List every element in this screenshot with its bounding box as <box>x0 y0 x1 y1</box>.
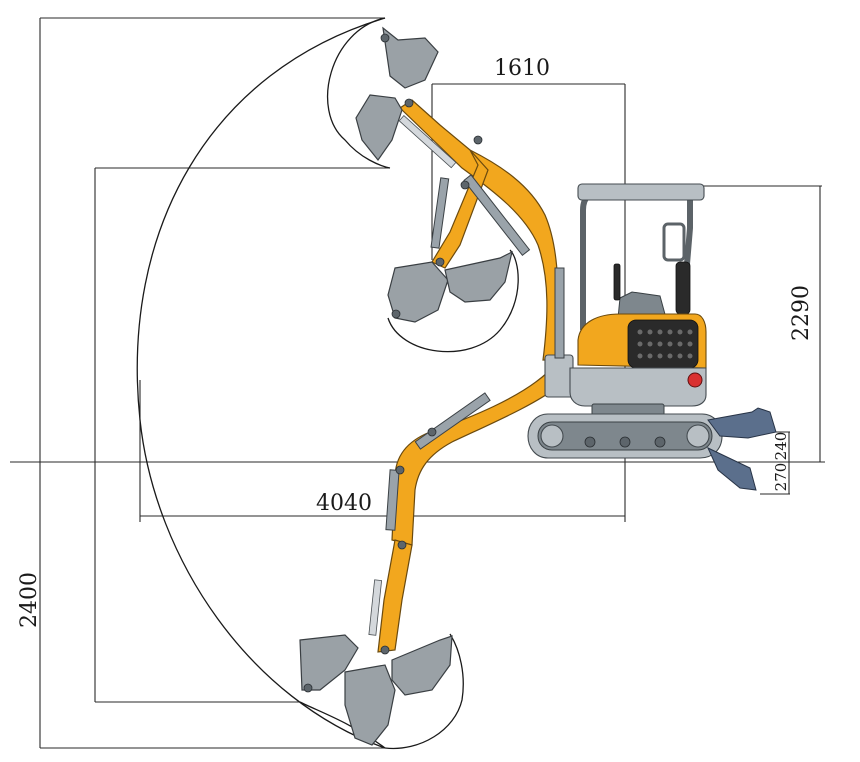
label-max-reach: 4040 <box>316 491 372 516</box>
lowered-stick-cylinder <box>385 469 400 531</box>
mid-bucket-arc <box>387 249 519 353</box>
roller <box>584 436 596 448</box>
label-dump-height: 2290 <box>789 285 814 341</box>
pin <box>404 98 414 108</box>
label-blade-lower: 270 <box>772 463 790 492</box>
label-max-dig-depth: 2400 <box>17 572 42 628</box>
raised-stick-cylinder <box>430 177 450 249</box>
label-reach-at-max-height: 1610 <box>494 56 550 81</box>
pin <box>473 135 483 145</box>
track-inner <box>537 421 713 451</box>
lowered-boom <box>391 371 561 546</box>
upper-bucket-1 <box>382 26 439 89</box>
raised-boom-cylinder <box>463 174 531 256</box>
roller <box>654 436 666 448</box>
lower-bucket-3 <box>391 635 453 696</box>
seat-back <box>675 261 691 315</box>
pin <box>397 540 407 550</box>
boom-main-cylinder <box>554 267 565 359</box>
tail-light-icon <box>687 372 703 388</box>
pin <box>380 33 390 43</box>
lower-bucket-2 <box>344 664 396 746</box>
lowered-stick <box>377 539 413 653</box>
label-blade-raise: 240 <box>772 432 790 461</box>
upper-bucket-arc <box>326 17 391 169</box>
grille-holes <box>637 329 693 359</box>
roller <box>619 436 631 448</box>
pin <box>460 180 470 190</box>
outer-arc <box>136 17 386 749</box>
pin <box>435 257 445 267</box>
excavator-body <box>527 183 777 491</box>
swing-bracket <box>544 267 574 398</box>
dimension-labels: 1610 4040 2400 2290 240 270 <box>17 56 814 628</box>
mid-bucket-1 <box>387 261 449 323</box>
lower-bucket-arc <box>384 633 464 750</box>
swing-post <box>544 354 574 398</box>
dozer-blade-lowered <box>706 446 757 491</box>
pin <box>427 427 437 437</box>
lowered-arm-assembly <box>299 371 561 746</box>
lowered-bucket-cylinder <box>368 579 383 636</box>
upper-bucket-2 <box>355 94 403 162</box>
canopy-handle <box>662 222 686 262</box>
mid-bucket-2 <box>444 250 513 303</box>
pin <box>303 683 313 693</box>
sprocket-wheel <box>686 424 710 448</box>
canopy-roof <box>577 183 705 201</box>
raised-arm-cylinder <box>398 115 457 169</box>
pin <box>395 465 405 475</box>
pin <box>380 645 390 655</box>
dimension-lines <box>10 17 825 749</box>
lower-bucket-1 <box>299 634 359 691</box>
dozer-blade-raised <box>707 407 777 439</box>
counterweight <box>569 367 707 407</box>
idler-wheel <box>540 424 564 448</box>
raised-arm-assembly <box>355 26 559 361</box>
control-lever <box>613 263 621 301</box>
pin <box>391 309 401 319</box>
